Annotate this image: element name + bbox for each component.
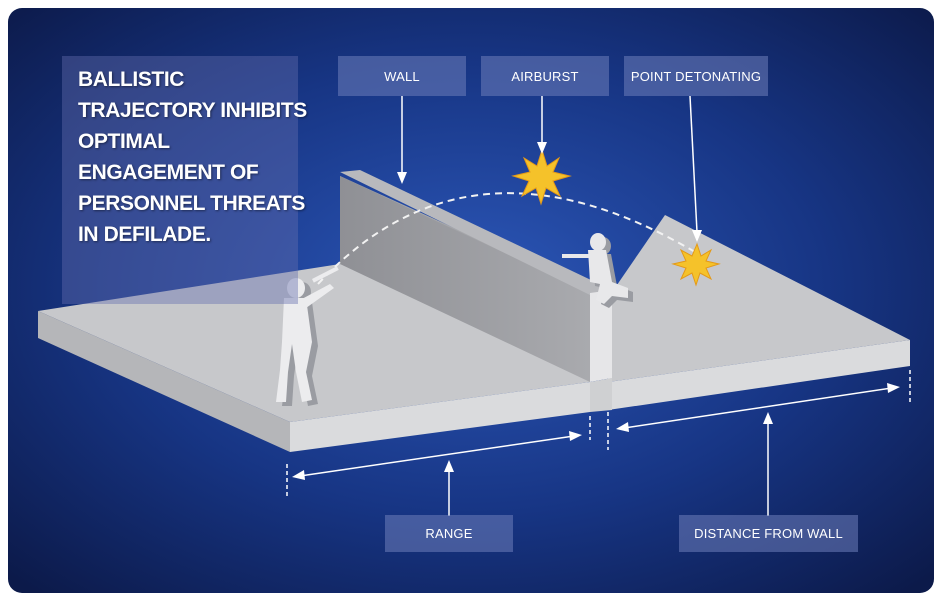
label-distance-from-wall: DISTANCE FROM WALL: [679, 515, 858, 552]
label-point-detonating: POINT DETONATING: [624, 56, 768, 96]
dimension-lines: [286, 370, 911, 496]
wall-structure: [340, 170, 612, 412]
trajectory-path: [317, 192, 696, 285]
label-wall: WALL: [338, 56, 466, 96]
headline-panel: [62, 56, 298, 304]
label-airburst: AIRBURST: [481, 56, 609, 96]
target-soldier-icon: [562, 233, 633, 308]
headline-text: BALLISTIC TRAJECTORY INHIBITS OPTIMAL EN…: [78, 68, 307, 246]
point-detonation-explosion-icon: [671, 242, 721, 287]
airburst-explosion-icon: [511, 148, 572, 206]
shooter-soldier-icon: [276, 266, 339, 406]
label-pointers: [397, 95, 773, 516]
label-range: RANGE: [385, 515, 513, 552]
